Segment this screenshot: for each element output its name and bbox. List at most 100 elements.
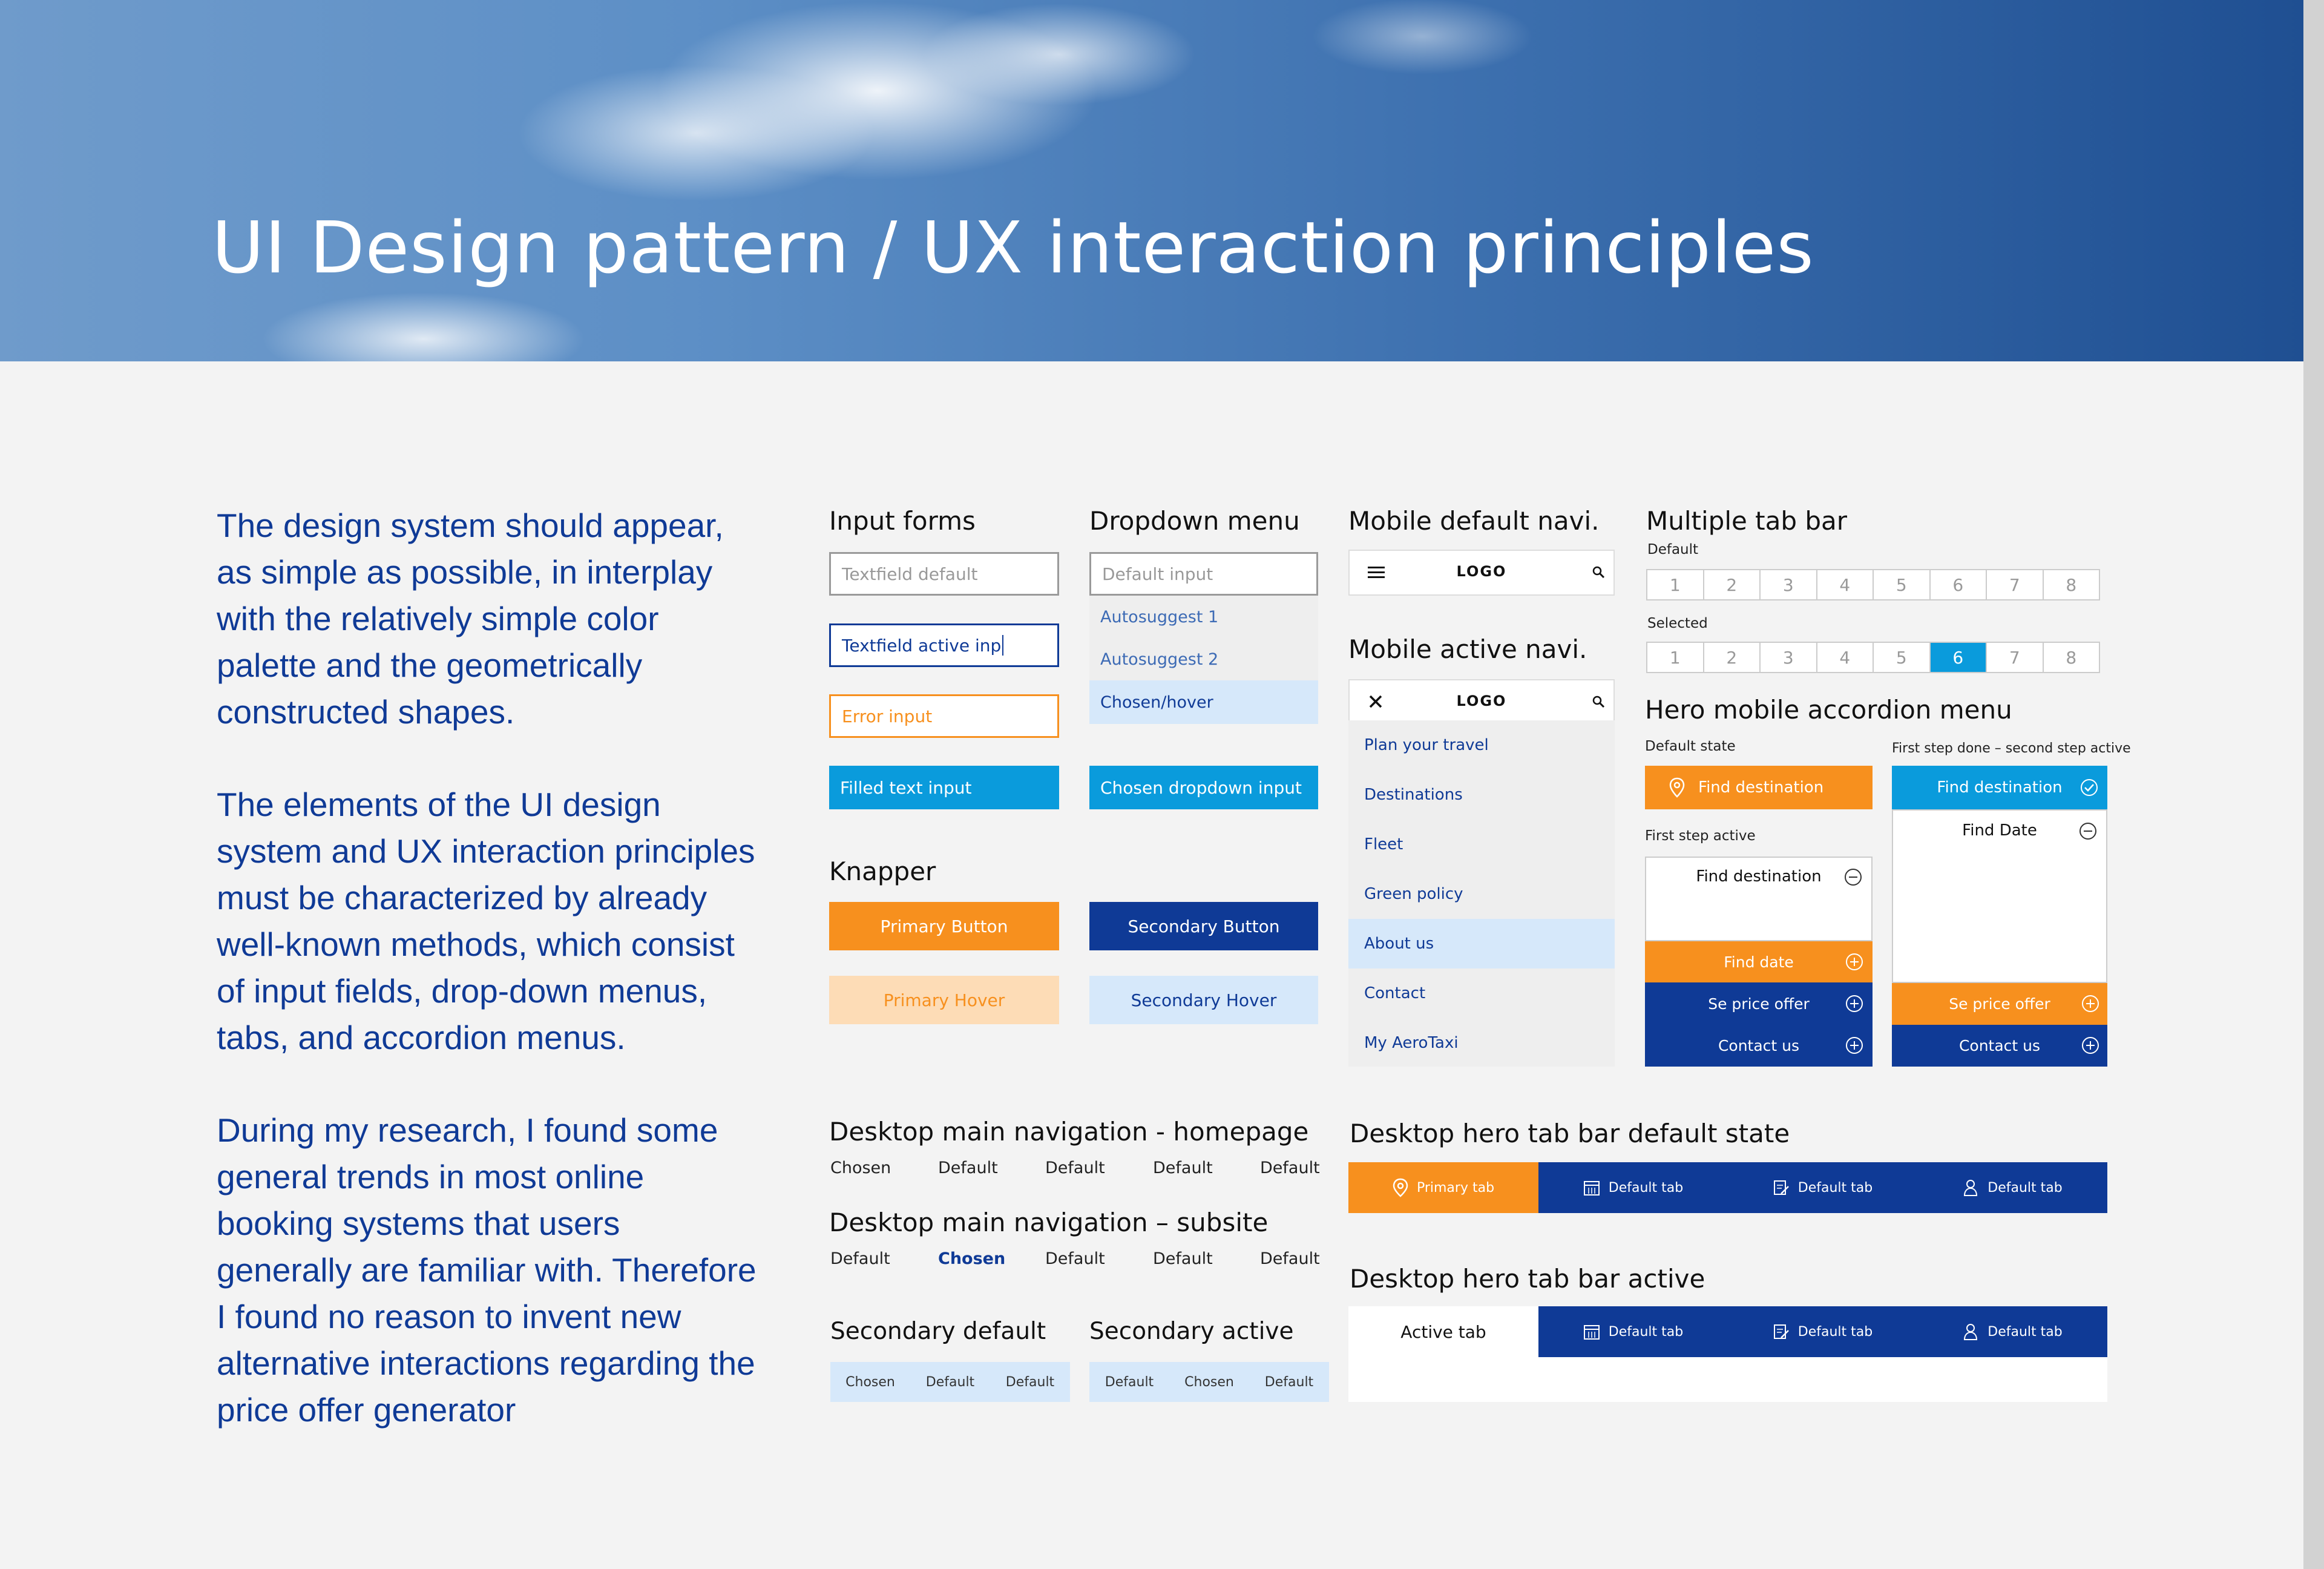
- accordion-find-destination[interactable]: Find destination: [1645, 766, 1873, 809]
- search-icon[interactable]: [1592, 695, 1606, 709]
- dropdown-chosen-input[interactable]: Chosen dropdown input: [1089, 766, 1318, 809]
- intro-paragraph-3: During my research, I found some general…: [217, 1111, 757, 1429]
- search-icon[interactable]: [1592, 565, 1606, 580]
- hero-tab-document[interactable]: Default tab: [1728, 1162, 1917, 1213]
- tab-3[interactable]: 3: [1761, 643, 1817, 672]
- tab-8[interactable]: 8: [2043, 570, 2099, 599]
- primary-button[interactable]: Primary Button: [829, 902, 1059, 950]
- mobile-menu-item[interactable]: Plan your travel: [1364, 736, 1489, 754]
- tab-1[interactable]: 1: [1647, 570, 1704, 599]
- minus-circle-icon[interactable]: [1843, 867, 1863, 887]
- scrollbar[interactable]: [2303, 0, 2324, 1569]
- dropdown-input[interactable]: Default input: [1089, 552, 1318, 596]
- hero-tab-active-title: Desktop hero tab bar active: [1350, 1264, 1705, 1294]
- dropdown-option[interactable]: Autosuggest 1: [1100, 607, 1219, 627]
- tab-6[interactable]: 6: [1930, 570, 1987, 599]
- tab-bar-title: Multiple tab bar: [1646, 506, 1848, 536]
- tab-6-selected[interactable]: 6: [1930, 643, 1987, 672]
- close-icon[interactable]: [1368, 694, 1385, 711]
- secondary-item-chosen[interactable]: Chosen: [1184, 1374, 1234, 1390]
- tab-2[interactable]: 2: [1704, 570, 1761, 599]
- logo[interactable]: LOGO: [1456, 692, 1507, 709]
- tab-2[interactable]: 2: [1704, 643, 1761, 672]
- accordion-price-offer[interactable]: Se price offer: [1645, 982, 1873, 1025]
- text-cursor: [1002, 635, 1004, 656]
- secondary-item-chosen[interactable]: Chosen: [845, 1374, 895, 1390]
- tab-4[interactable]: 4: [1817, 570, 1874, 599]
- tab-7[interactable]: 7: [1987, 643, 2044, 672]
- nav-item[interactable]: Default: [1153, 1249, 1213, 1268]
- nav-item[interactable]: Default: [1260, 1159, 1320, 1177]
- input-forms-title: Input forms: [829, 506, 976, 536]
- tab-3[interactable]: 3: [1761, 570, 1817, 599]
- dropdown-option[interactable]: Autosuggest 2: [1100, 650, 1219, 669]
- tab-bar-default: 1 2 3 4 5 6 7 8: [1646, 569, 2100, 600]
- secondary-button[interactable]: Secondary Button: [1089, 902, 1318, 950]
- accordion-default-label: Default state: [1645, 738, 1736, 754]
- tab-5[interactable]: 5: [1874, 643, 1931, 672]
- mobile-menu-item[interactable]: My AeroTaxi: [1364, 1034, 1459, 1052]
- mobile-menu-item[interactable]: Contact: [1364, 984, 1426, 1002]
- mobile-menu-item[interactable]: Fleet: [1364, 835, 1403, 854]
- tab-4[interactable]: 4: [1817, 643, 1874, 672]
- mobile-menu-item[interactable]: Destinations: [1364, 786, 1463, 804]
- tab-5[interactable]: 5: [1874, 570, 1931, 599]
- hero-tab-bar-active: Active tab Default tab Default tab Defau…: [1348, 1306, 2107, 1357]
- textfield-filled-value: Filled text input: [840, 777, 972, 798]
- secondary-active-title: Secondary active: [1089, 1318, 1294, 1345]
- hero-tab-calendar[interactable]: Default tab: [1538, 1162, 1728, 1213]
- minus-circle-icon[interactable]: [2078, 821, 2098, 841]
- textfield-default[interactable]: Textfield default: [829, 552, 1059, 596]
- intro-paragraph-2: The elements of the UI design system and…: [217, 786, 755, 1056]
- mobile-menu-item-active[interactable]: About us: [1348, 919, 1615, 969]
- hero-tab-user[interactable]: Default tab: [1917, 1306, 2107, 1357]
- secondary-item[interactable]: Default: [1264, 1374, 1314, 1390]
- page-title: UI Design pattern / UX interaction princ…: [212, 206, 1814, 289]
- secondary-hover-button[interactable]: Secondary Hover: [1089, 976, 1318, 1024]
- secondary-item[interactable]: Default: [1105, 1374, 1154, 1390]
- hero-tab-document[interactable]: Default tab: [1728, 1306, 1917, 1357]
- accordion-first-active-label: First step active: [1645, 828, 1756, 844]
- dropdown-title: Dropdown menu: [1089, 506, 1300, 536]
- nav-item-chosen[interactable]: Chosen: [830, 1159, 891, 1177]
- find-date-header[interactable]: Find Date: [1962, 821, 2037, 840]
- textfield-filled[interactable]: Filled text input: [829, 766, 1059, 809]
- hamburger-icon[interactable]: [1368, 565, 1386, 580]
- textfield-active[interactable]: Textfield active inp: [829, 623, 1059, 667]
- accordion-find-destination-done[interactable]: Find destination: [1892, 766, 2107, 809]
- document-edit-icon: [1773, 1180, 1789, 1195]
- accordion-price-offer-active[interactable]: Se price offer: [1892, 983, 2107, 1025]
- secondary-item[interactable]: Default: [925, 1374, 975, 1390]
- find-destination-header[interactable]: Find destination: [1696, 867, 1822, 886]
- user-icon: [1964, 1324, 1978, 1340]
- nav-item[interactable]: Default: [938, 1159, 998, 1177]
- desktop-nav-sub: Default Chosen Default Default Default: [830, 1249, 1320, 1271]
- nav-item[interactable]: Default: [1153, 1159, 1213, 1177]
- hero-tab-active[interactable]: Active tab: [1348, 1306, 1538, 1357]
- nav-item[interactable]: Default: [1045, 1249, 1105, 1268]
- tab-8[interactable]: 8: [2043, 643, 2099, 672]
- dropdown-placeholder: Default input: [1102, 564, 1213, 584]
- mobile-menu-item[interactable]: Green policy: [1364, 885, 1463, 903]
- hero-tab-primary[interactable]: Primary tab: [1348, 1162, 1538, 1213]
- secondary-default-title: Secondary default: [830, 1318, 1046, 1345]
- tab-bar-default-label: Default: [1647, 542, 1699, 558]
- tab-7[interactable]: 7: [1987, 570, 2044, 599]
- accordion-contact-active[interactable]: Contact us: [1892, 1025, 2107, 1067]
- dropdown-option-chosen[interactable]: Chosen/hover: [1089, 680, 1318, 724]
- tab-1[interactable]: 1: [1647, 643, 1704, 672]
- accordion-find-date[interactable]: Find date: [1645, 941, 1873, 982]
- hero-tab-label: Default tab: [1608, 1180, 1684, 1196]
- accordion-contact[interactable]: Contact us: [1645, 1025, 1873, 1067]
- hero-tab-user[interactable]: Default tab: [1917, 1162, 2107, 1213]
- logo[interactable]: LOGO: [1456, 563, 1507, 580]
- plus-circle-icon: [2082, 995, 2099, 1012]
- primary-hover-button[interactable]: Primary Hover: [829, 976, 1059, 1024]
- nav-item[interactable]: Default: [830, 1249, 890, 1268]
- nav-item[interactable]: Default: [1260, 1249, 1320, 1268]
- nav-item[interactable]: Default: [1045, 1159, 1105, 1177]
- textfield-error[interactable]: Error input: [829, 694, 1059, 738]
- hero-tab-calendar[interactable]: Default tab: [1538, 1306, 1728, 1357]
- nav-item-chosen[interactable]: Chosen: [938, 1249, 1006, 1268]
- secondary-item[interactable]: Default: [1005, 1374, 1055, 1390]
